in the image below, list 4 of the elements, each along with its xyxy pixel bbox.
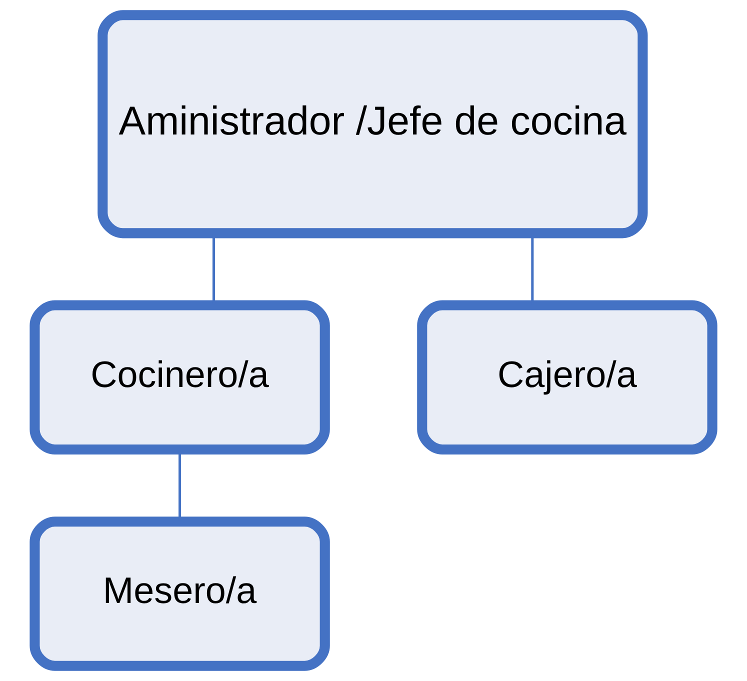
node-box: Aministrador /Jefe de cocina [98,10,648,238]
node-box: Mesero/a [30,516,330,671]
node-box: Cocinero/a [30,300,330,455]
node-box: Cajero/a [417,300,718,455]
